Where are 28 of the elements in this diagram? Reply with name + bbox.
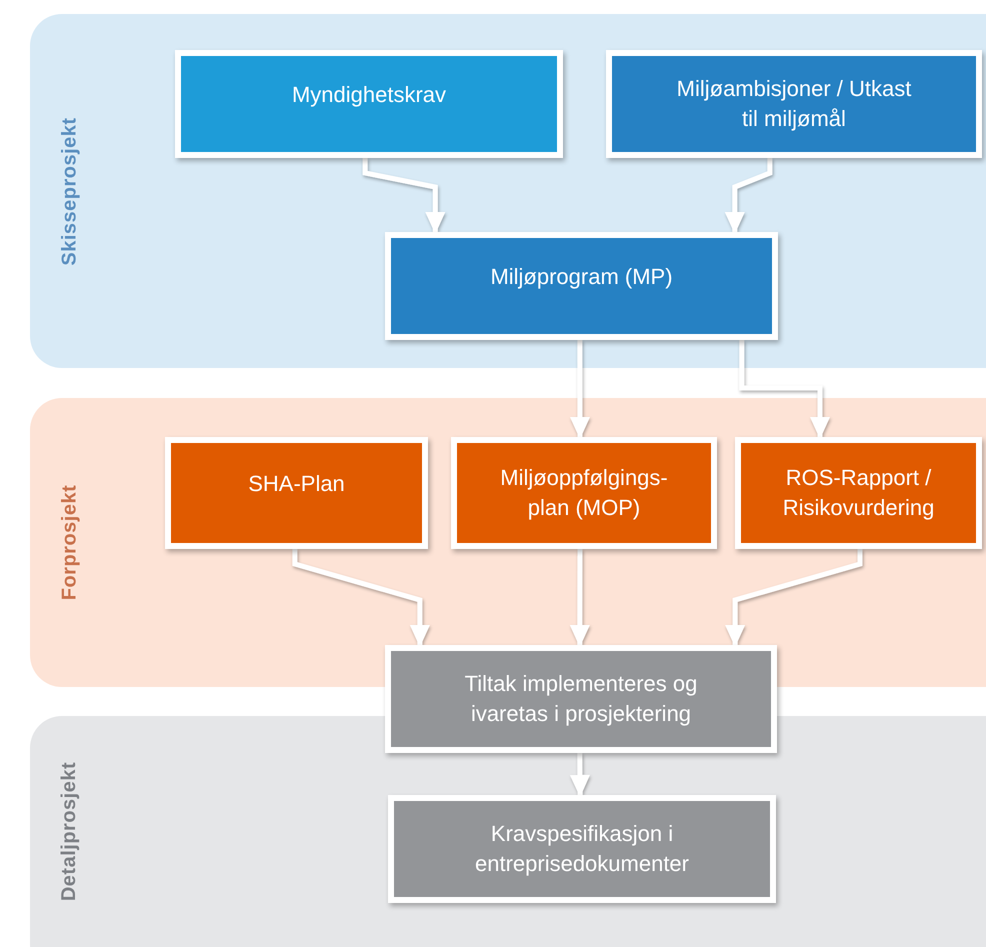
process-box [735, 437, 982, 549]
box-label: SHA-Plan [248, 470, 345, 498]
process-box [385, 232, 778, 340]
process-box [606, 50, 982, 158]
box-label: Myndighetskrav [292, 81, 446, 110]
arrow [292, 549, 430, 647]
arrow [362, 158, 446, 234]
process-box [175, 50, 563, 158]
box-label: Tiltak implementeres og ivaretas i prosjektering [464, 670, 698, 728]
arrow [724, 158, 772, 234]
process-box [388, 795, 776, 903]
process-box [385, 645, 777, 753]
phase-label: Forprosjekt [58, 484, 82, 600]
arrow [739, 340, 830, 439]
arrow [570, 340, 590, 439]
phase-band [30, 14, 986, 368]
process-box [451, 437, 717, 549]
phase-label: Detaljprosjekt [58, 762, 82, 902]
arrow [570, 549, 590, 647]
process-box [165, 437, 428, 549]
box-label: Miljøoppfølgings-plan (MOP) [499, 464, 669, 522]
box-label: ROS-Rapport / Risikovurdering [782, 464, 936, 522]
phase-label: Skisseprosjekt [58, 116, 82, 266]
box-label: Miljøambisjoner / Utkast til miljømål [676, 75, 912, 133]
box-label: Kravspesifikasjon i entreprisedokumenter [474, 820, 690, 878]
box-label: Miljøprogram (MP) [490, 263, 673, 292]
arrow [570, 752, 590, 797]
arrow [725, 549, 862, 647]
